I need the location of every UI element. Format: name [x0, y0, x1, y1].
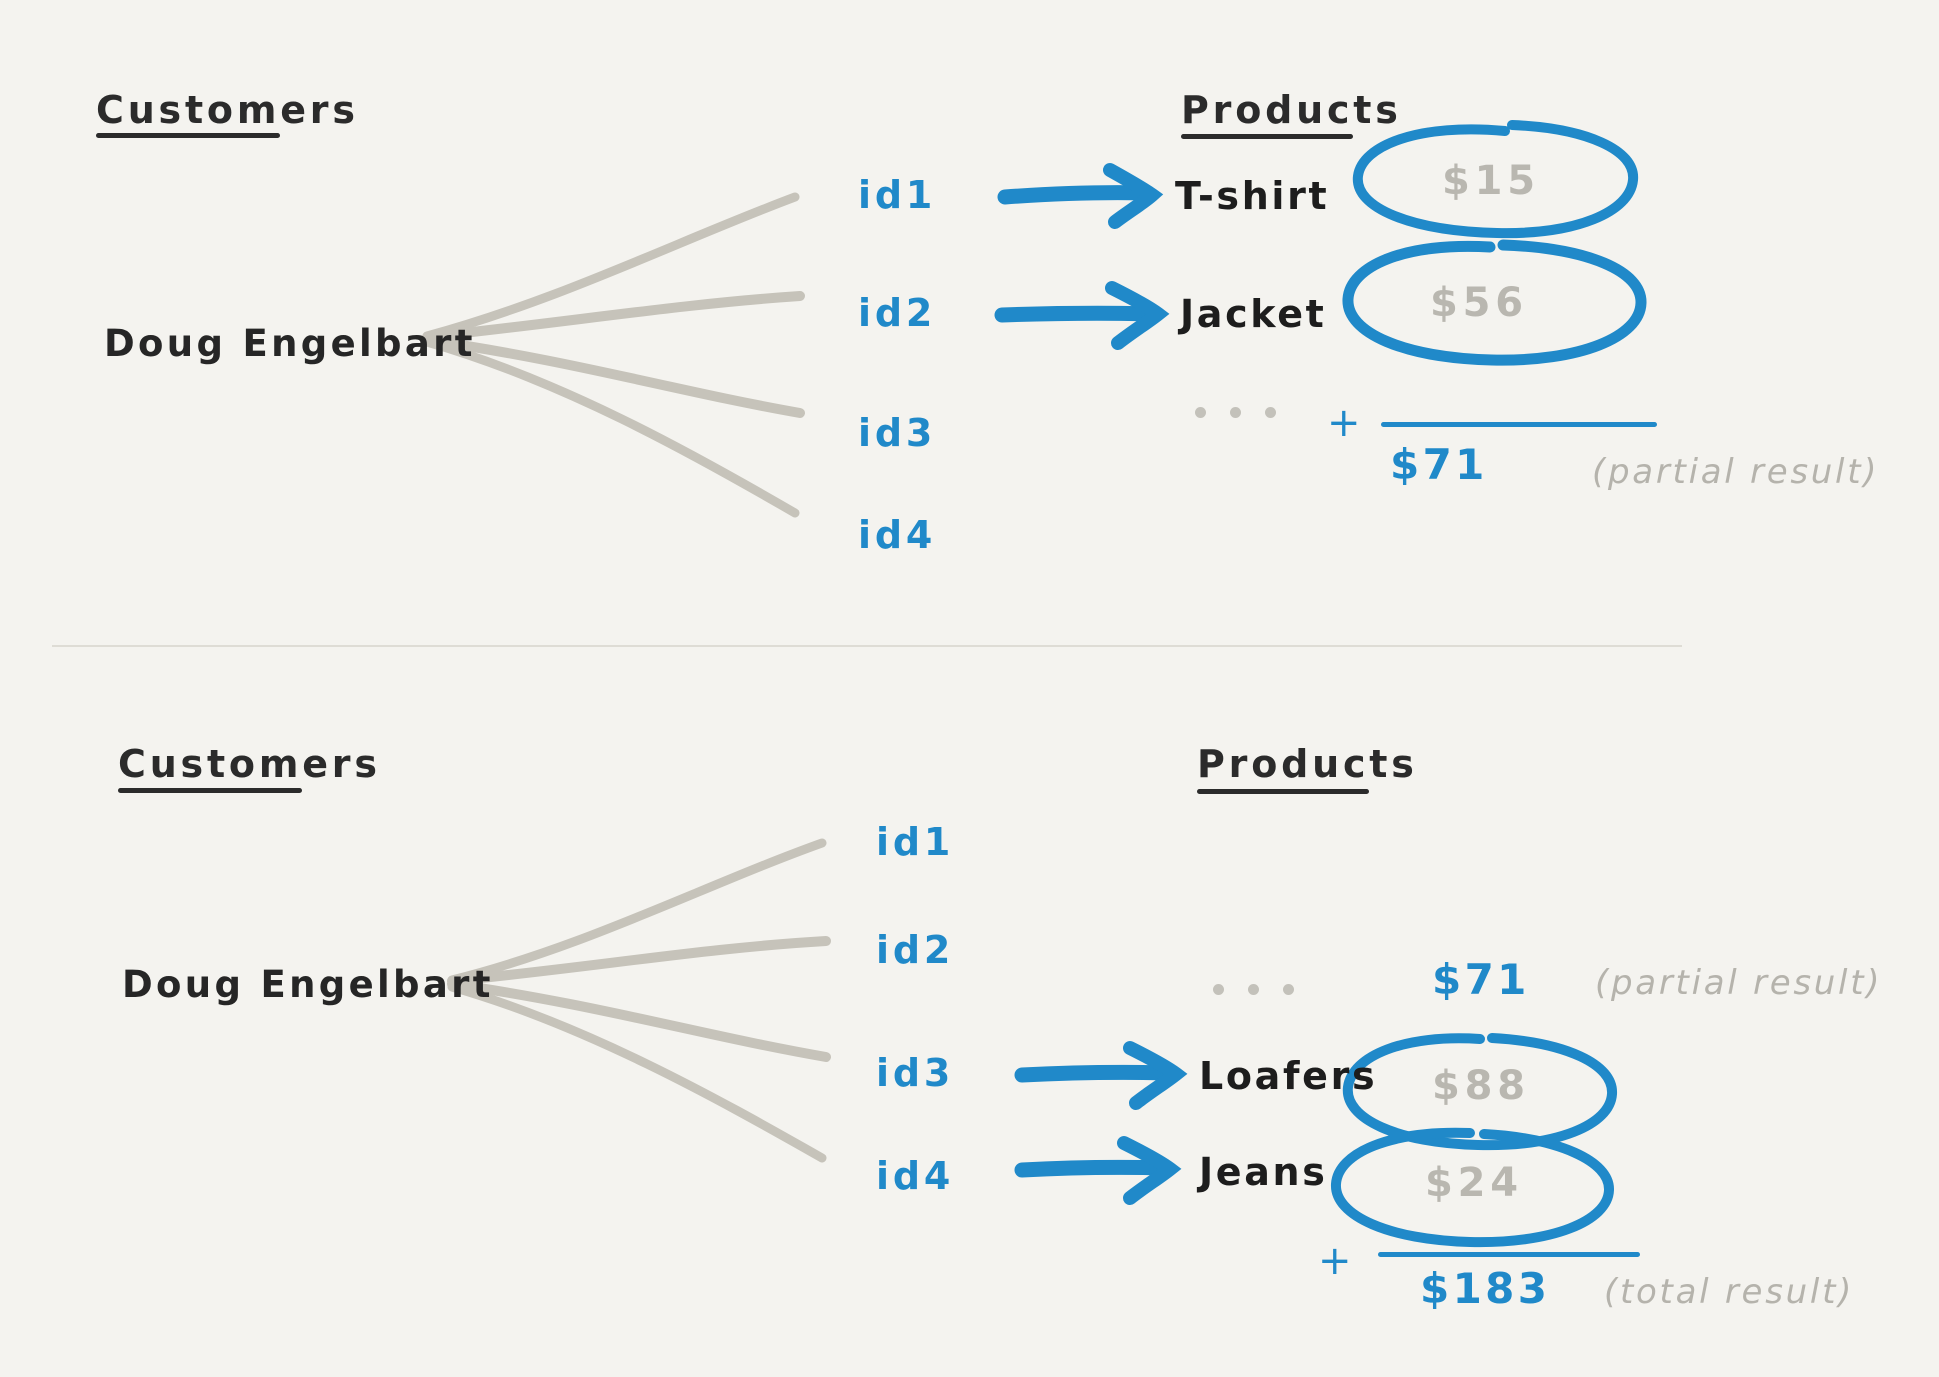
product-label-jeans: Jeans: [1199, 1150, 1328, 1194]
price-jacket: $56: [1430, 280, 1528, 326]
fan-curve-top-4: [422, 337, 800, 518]
products-heading-top: Products: [1181, 88, 1402, 132]
sum-rule-top: [1381, 422, 1657, 427]
arrow-top-id1: [997, 163, 1164, 229]
id-label-bottom-4[interactable]: id4: [876, 1154, 955, 1198]
price-tshirt: $15: [1442, 158, 1540, 204]
product-label-jacket: Jacket: [1180, 292, 1327, 336]
customers-heading-top: Customers: [96, 88, 359, 132]
fan-curve-top-2: [422, 291, 805, 342]
id-label-bottom-1[interactable]: id1: [876, 820, 955, 864]
product-label-loafers: Loafers: [1199, 1054, 1378, 1098]
products-heading-underline-bottom: [1197, 789, 1369, 794]
price-loafers: $88: [1432, 1063, 1530, 1109]
fan-curve-top-1: [422, 192, 800, 341]
fan-curves-top: [422, 192, 805, 518]
customer-name-top: Doug Engelbart: [104, 322, 476, 365]
id-label-top-4[interactable]: id4: [858, 513, 937, 557]
price-jeans: $24: [1425, 1160, 1523, 1206]
id-label-bottom-3[interactable]: id3: [876, 1051, 955, 1095]
price-circle-tshirt: [1381, 141, 1420, 205]
sum-rule-bottom: [1378, 1252, 1640, 1257]
fan-curves-bottom: [447, 838, 831, 1163]
sum-annotation-top: (partial result): [1592, 452, 1880, 492]
products-heading-underline-top: [1181, 134, 1353, 139]
ellipsis-bottom: [1213, 984, 1294, 995]
id-label-top-3[interactable]: id3: [858, 411, 937, 455]
sum-value-top: $71: [1390, 440, 1488, 489]
plus-sign-top: +: [1327, 400, 1363, 446]
products-heading-bottom: Products: [1197, 742, 1418, 786]
arrow-bottom-id4: [1014, 1136, 1182, 1205]
customers-heading-bottom: Customers: [118, 742, 381, 786]
arrow-top-id2: [994, 281, 1170, 350]
ellipsis-top: [1195, 407, 1276, 418]
customers-heading-underline-top: [96, 133, 280, 138]
section-divider: [52, 645, 1682, 647]
fan-curve-bottom-1: [447, 838, 827, 985]
id-label-bottom-2[interactable]: id2: [876, 928, 955, 972]
fan-curve-bottom-2: [447, 936, 831, 986]
fan-curve-top-3: [422, 335, 805, 418]
customers-heading-underline-bottom: [118, 788, 302, 793]
customer-name-bottom: Doug Engelbart: [122, 963, 494, 1006]
plus-sign-bottom: +: [1318, 1238, 1354, 1284]
carried-annotation-bottom: (partial result): [1595, 963, 1883, 1003]
id-label-top-1[interactable]: id1: [858, 173, 937, 217]
fan-curve-bottom-3: [447, 979, 831, 1062]
id-label-top-2[interactable]: id2: [858, 291, 937, 335]
carried-value-bottom: $71: [1432, 955, 1530, 1004]
fan-curve-bottom-4: [447, 982, 827, 1163]
product-label-tshirt: T-shirt: [1175, 174, 1330, 218]
arrow-bottom-id3: [1014, 1041, 1188, 1110]
total-annotation-bottom: (total result): [1604, 1272, 1855, 1312]
total-value-bottom: $183: [1420, 1264, 1551, 1313]
